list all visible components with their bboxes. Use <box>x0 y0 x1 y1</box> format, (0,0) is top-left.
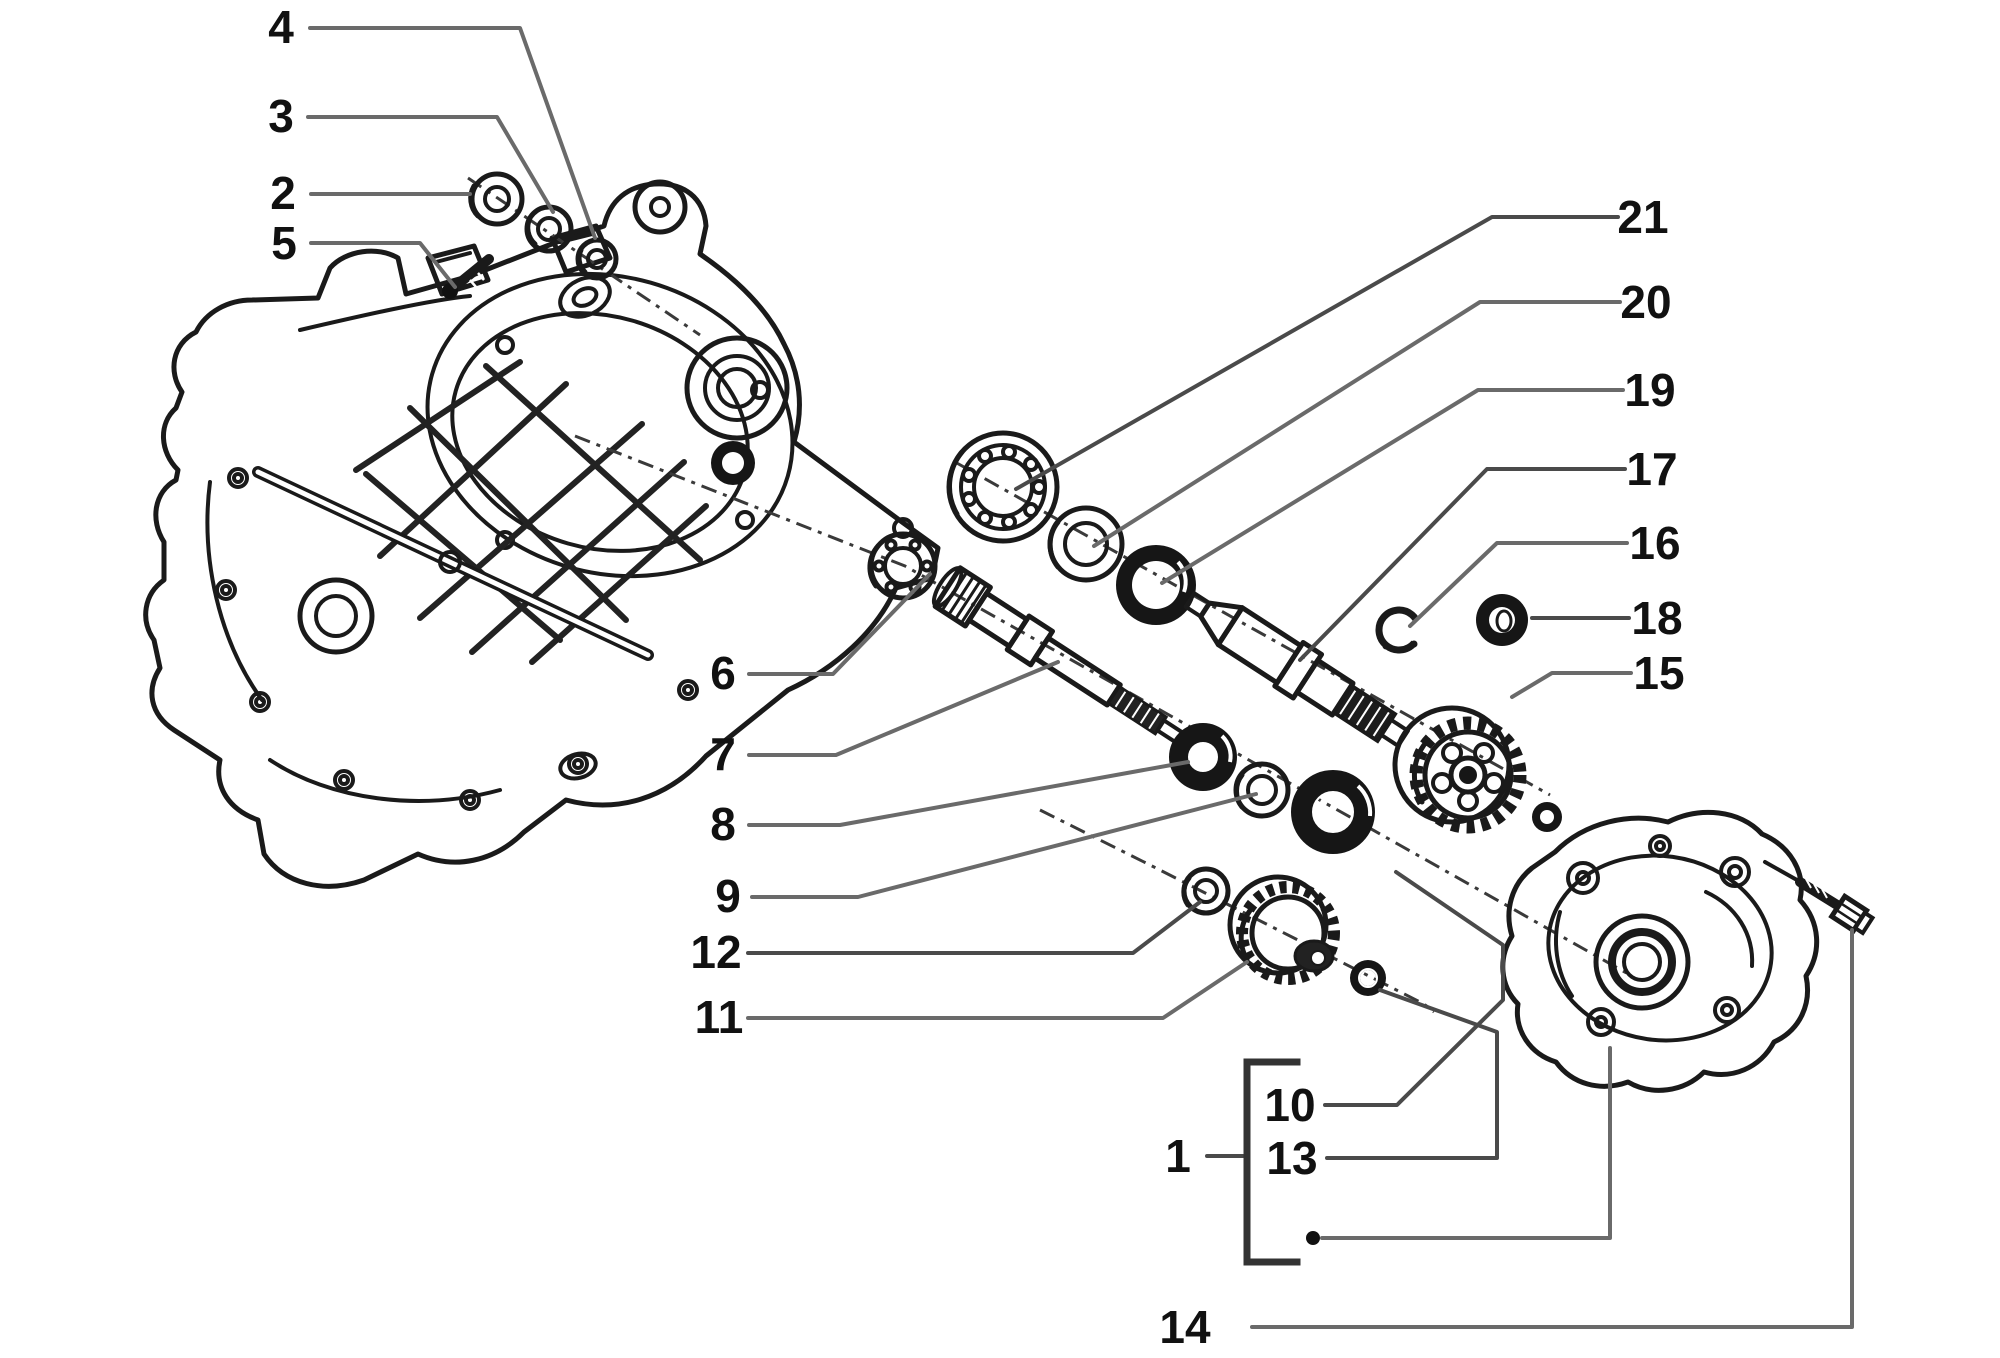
crankcase-half <box>143 179 941 889</box>
bullet-dot <box>1306 1231 1320 1245</box>
bearing-boss <box>684 335 790 441</box>
callout-labels: 4 3 2 5 6 7 8 9 12 11 1 10 13 14 21 20 1… <box>268 1 1684 1353</box>
gearbox-cover <box>1500 809 1820 1093</box>
washer-part9 <box>1233 761 1291 819</box>
leader-6 <box>747 572 932 676</box>
leader-4 <box>308 26 597 240</box>
mounting-ear <box>632 179 688 235</box>
callout-9: 9 <box>715 870 741 922</box>
leader-10 <box>1323 870 1505 1107</box>
case-bearing <box>711 441 755 485</box>
callout-17: 17 <box>1626 443 1677 495</box>
callout-21: 21 <box>1617 191 1668 243</box>
leader-cover-dot <box>1320 1046 1612 1240</box>
group-bracket-1 <box>1205 1058 1301 1266</box>
callout-16: 16 <box>1629 517 1680 569</box>
callout-4: 4 <box>268 1 294 53</box>
leader-12 <box>746 900 1202 955</box>
callout-6: 6 <box>710 647 736 699</box>
leader-15 <box>1510 671 1633 699</box>
nut-part13 <box>1350 960 1386 996</box>
leader-11 <box>746 960 1249 1020</box>
gear-part15 <box>1392 705 1527 834</box>
leader-lines <box>306 26 1854 1329</box>
callout-12: 12 <box>690 926 741 978</box>
nut-part2 <box>468 171 525 227</box>
gear-part11 <box>1227 874 1340 985</box>
callout-7: 7 <box>710 728 736 780</box>
wheel-shaft-part17 <box>1183 591 1410 748</box>
washer-part12 <box>1181 866 1231 916</box>
reinforcement-ribs <box>353 359 709 665</box>
leader-3 <box>306 115 555 214</box>
leader-14 <box>1250 928 1854 1329</box>
seal-part18 <box>1476 594 1528 646</box>
ball-bearing-part21 <box>946 430 1060 544</box>
circlip-part16 <box>1375 606 1423 654</box>
leader-13 <box>1325 988 1499 1160</box>
callout-2: 2 <box>270 167 296 219</box>
leader-19 <box>1160 388 1625 585</box>
callout-5: 5 <box>271 217 297 269</box>
callout-19: 19 <box>1624 364 1675 416</box>
leader-20 <box>1092 300 1622 548</box>
callout-8: 8 <box>710 798 736 850</box>
callout-18: 18 <box>1631 592 1682 644</box>
bearing-part10 <box>1291 769 1376 855</box>
leader-17 <box>1298 467 1627 662</box>
leader-8 <box>747 760 1190 827</box>
callout-20: 20 <box>1620 276 1671 328</box>
washer-part20 <box>1047 505 1125 583</box>
leader-9 <box>750 792 1258 899</box>
callout-1: 1 <box>1165 1130 1191 1182</box>
seal-part4 <box>575 237 619 281</box>
leader-16 <box>1408 541 1629 628</box>
bearing-part6 <box>867 531 938 601</box>
callout-15: 15 <box>1633 647 1684 699</box>
bearing-part8 <box>1169 723 1237 791</box>
flange-bolt-holes <box>215 467 914 811</box>
leader-5 <box>309 241 457 289</box>
callout-13: 13 <box>1266 1132 1317 1184</box>
callout-10: 10 <box>1264 1079 1315 1131</box>
callout-14: 14 <box>1159 1301 1211 1353</box>
center-axes <box>467 176 1631 1014</box>
shift-rod <box>252 466 654 661</box>
leader-21 <box>1014 215 1620 491</box>
callout-11: 11 <box>695 991 744 1043</box>
callout-3: 3 <box>268 90 294 142</box>
leader-7 <box>747 660 1060 757</box>
gear-shaft-part7 <box>931 565 1185 745</box>
shaft-nut <box>1532 802 1562 832</box>
oil-seal-part19 <box>1116 545 1196 625</box>
bolt-part14 <box>1795 877 1876 936</box>
